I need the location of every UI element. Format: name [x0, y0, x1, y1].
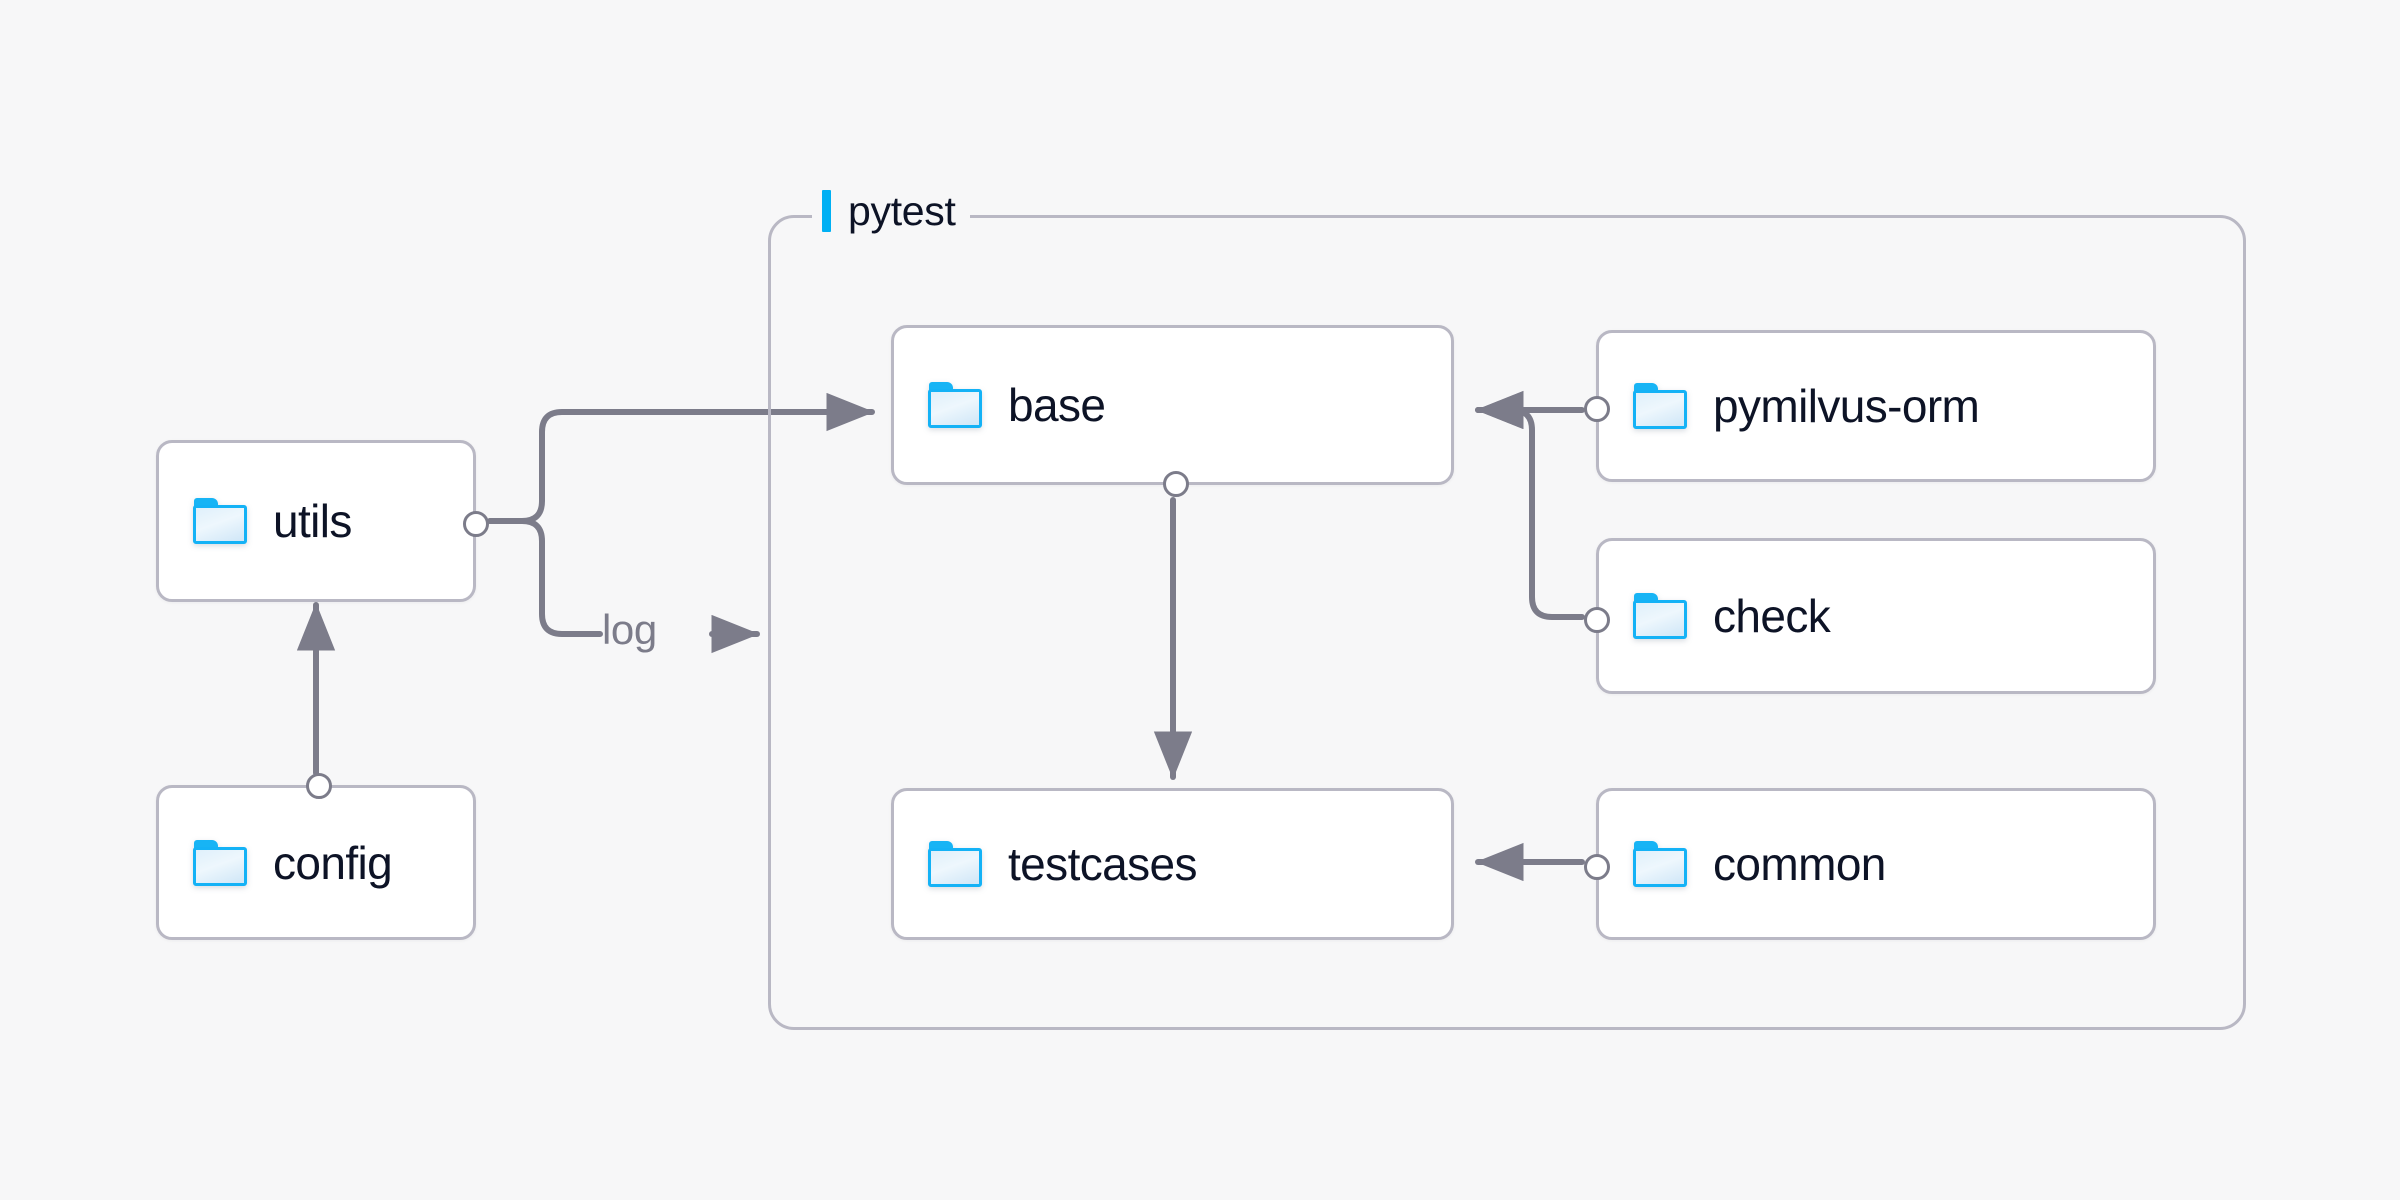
node-base[interactable]: base — [891, 325, 1454, 497]
folder-icon — [928, 382, 982, 428]
port-pymilvus-orm-left[interactable] — [1584, 396, 1610, 422]
group-pytest-title: pytest — [848, 188, 956, 234]
node-common[interactable]: common — [1584, 788, 2156, 940]
node-utils[interactable]: utils — [156, 440, 489, 602]
port-check-left[interactable] — [1584, 607, 1610, 633]
port-base-bottom[interactable] — [1163, 471, 1189, 497]
port-common-left[interactable] — [1584, 854, 1610, 880]
node-testcases-label: testcases — [1008, 838, 1198, 890]
port-config-top[interactable] — [306, 773, 332, 799]
edge-utils-log — [487, 518, 603, 637]
node-base-label: base — [1008, 379, 1106, 431]
group-accent-bar — [822, 190, 831, 232]
port-utils-right[interactable] — [463, 511, 489, 537]
node-pymilvus-orm[interactable]: pymilvus-orm — [1584, 330, 2156, 482]
node-common-label: common — [1713, 838, 1886, 890]
node-config[interactable]: config — [156, 773, 476, 940]
node-pymilvus-orm-label: pymilvus-orm — [1713, 380, 1980, 432]
edge-label-log: log — [602, 606, 657, 653]
node-testcases[interactable]: testcases — [891, 788, 1454, 940]
node-check[interactable]: check — [1584, 538, 2156, 694]
folder-icon — [193, 498, 247, 544]
folder-icon — [1633, 593, 1687, 639]
folder-icon — [1633, 383, 1687, 429]
group-pytest[interactable] — [768, 215, 2246, 1030]
node-check-label: check — [1713, 590, 1831, 642]
folder-icon — [928, 841, 982, 887]
folder-icon — [193, 839, 247, 886]
folder-icon — [1633, 841, 1687, 887]
node-utils-label: utils — [273, 495, 352, 547]
node-config-label: config — [273, 836, 393, 889]
group-pytest-label: pytest — [812, 185, 970, 237]
